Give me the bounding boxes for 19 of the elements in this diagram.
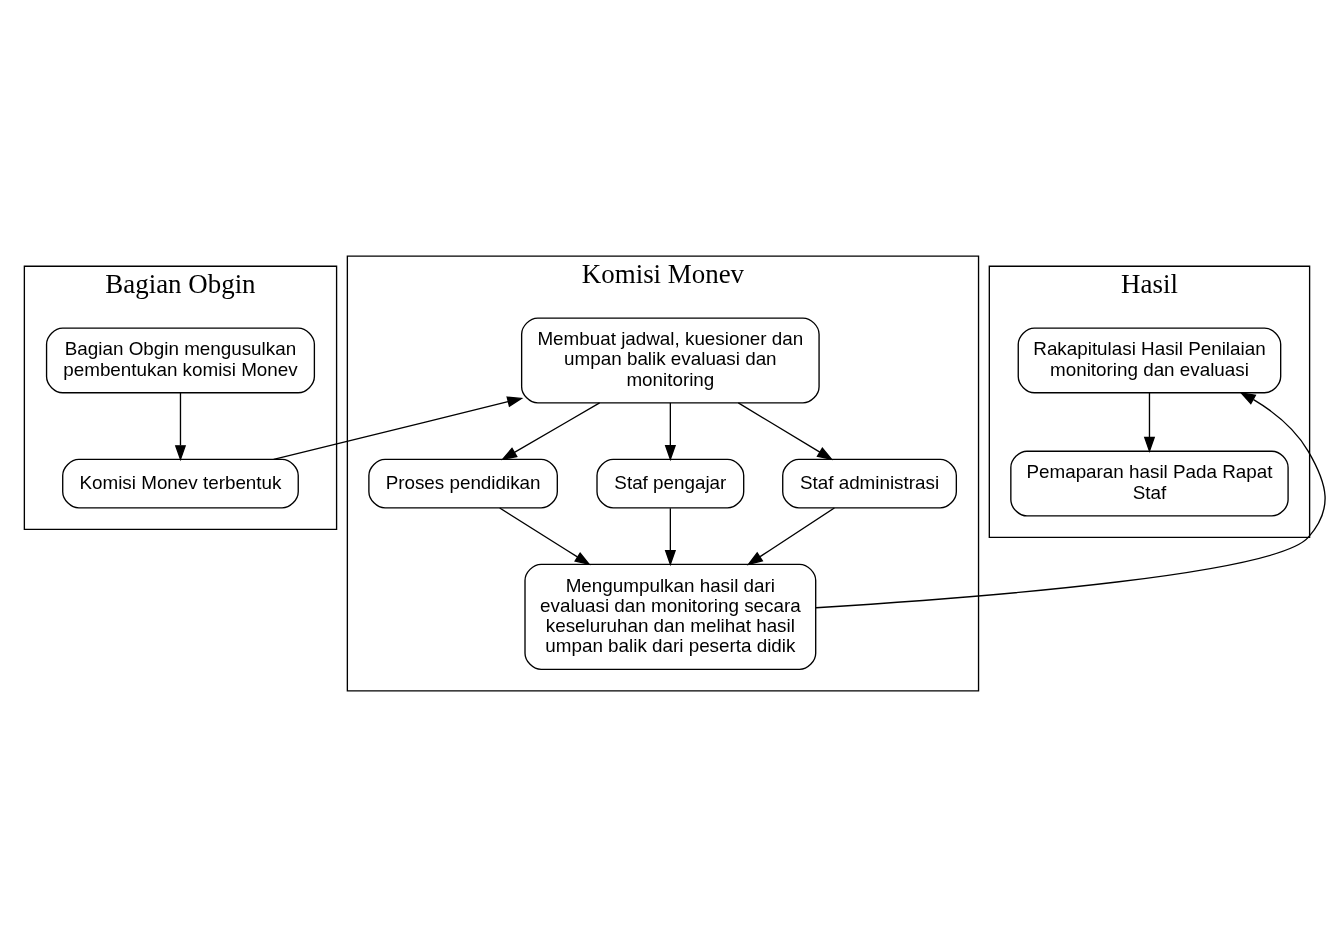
node-box: Mengumpulkan hasil dari evaluasi dan monitoring secara keseluruhan dan melihat hasil umpan balik dari peserta didik	[524, 563, 817, 670]
arrow	[501, 401, 601, 460]
node-box: Staf administrasi	[782, 458, 957, 508]
node-box: Membuat jadwal, kuesioner dan umpan balik evaluasi dan monitoring	[520, 316, 820, 403]
arrow	[746, 506, 836, 565]
arrow	[174, 391, 187, 461]
arrow	[664, 401, 676, 461]
arrow	[499, 506, 591, 565]
arrow	[815, 391, 1326, 608]
arrow	[664, 507, 676, 566]
arrow	[737, 401, 834, 460]
node-box: Pemaparan hasil Pada Rapat Staf	[1010, 450, 1289, 517]
node-box: Staf pengajar	[596, 458, 745, 508]
arrow	[1143, 391, 1156, 453]
node-box: Rakapitulasi Hasil Penilaian monitoring dan evaluasi	[1017, 326, 1282, 393]
node-box: Proses pendidikan	[368, 458, 558, 508]
node-box: Komisi Monev terbentuk	[62, 458, 299, 508]
node-box: Bagian Obgin mengusulkan pembentukan komisi Monev	[45, 326, 316, 393]
arrow	[273, 395, 524, 460]
